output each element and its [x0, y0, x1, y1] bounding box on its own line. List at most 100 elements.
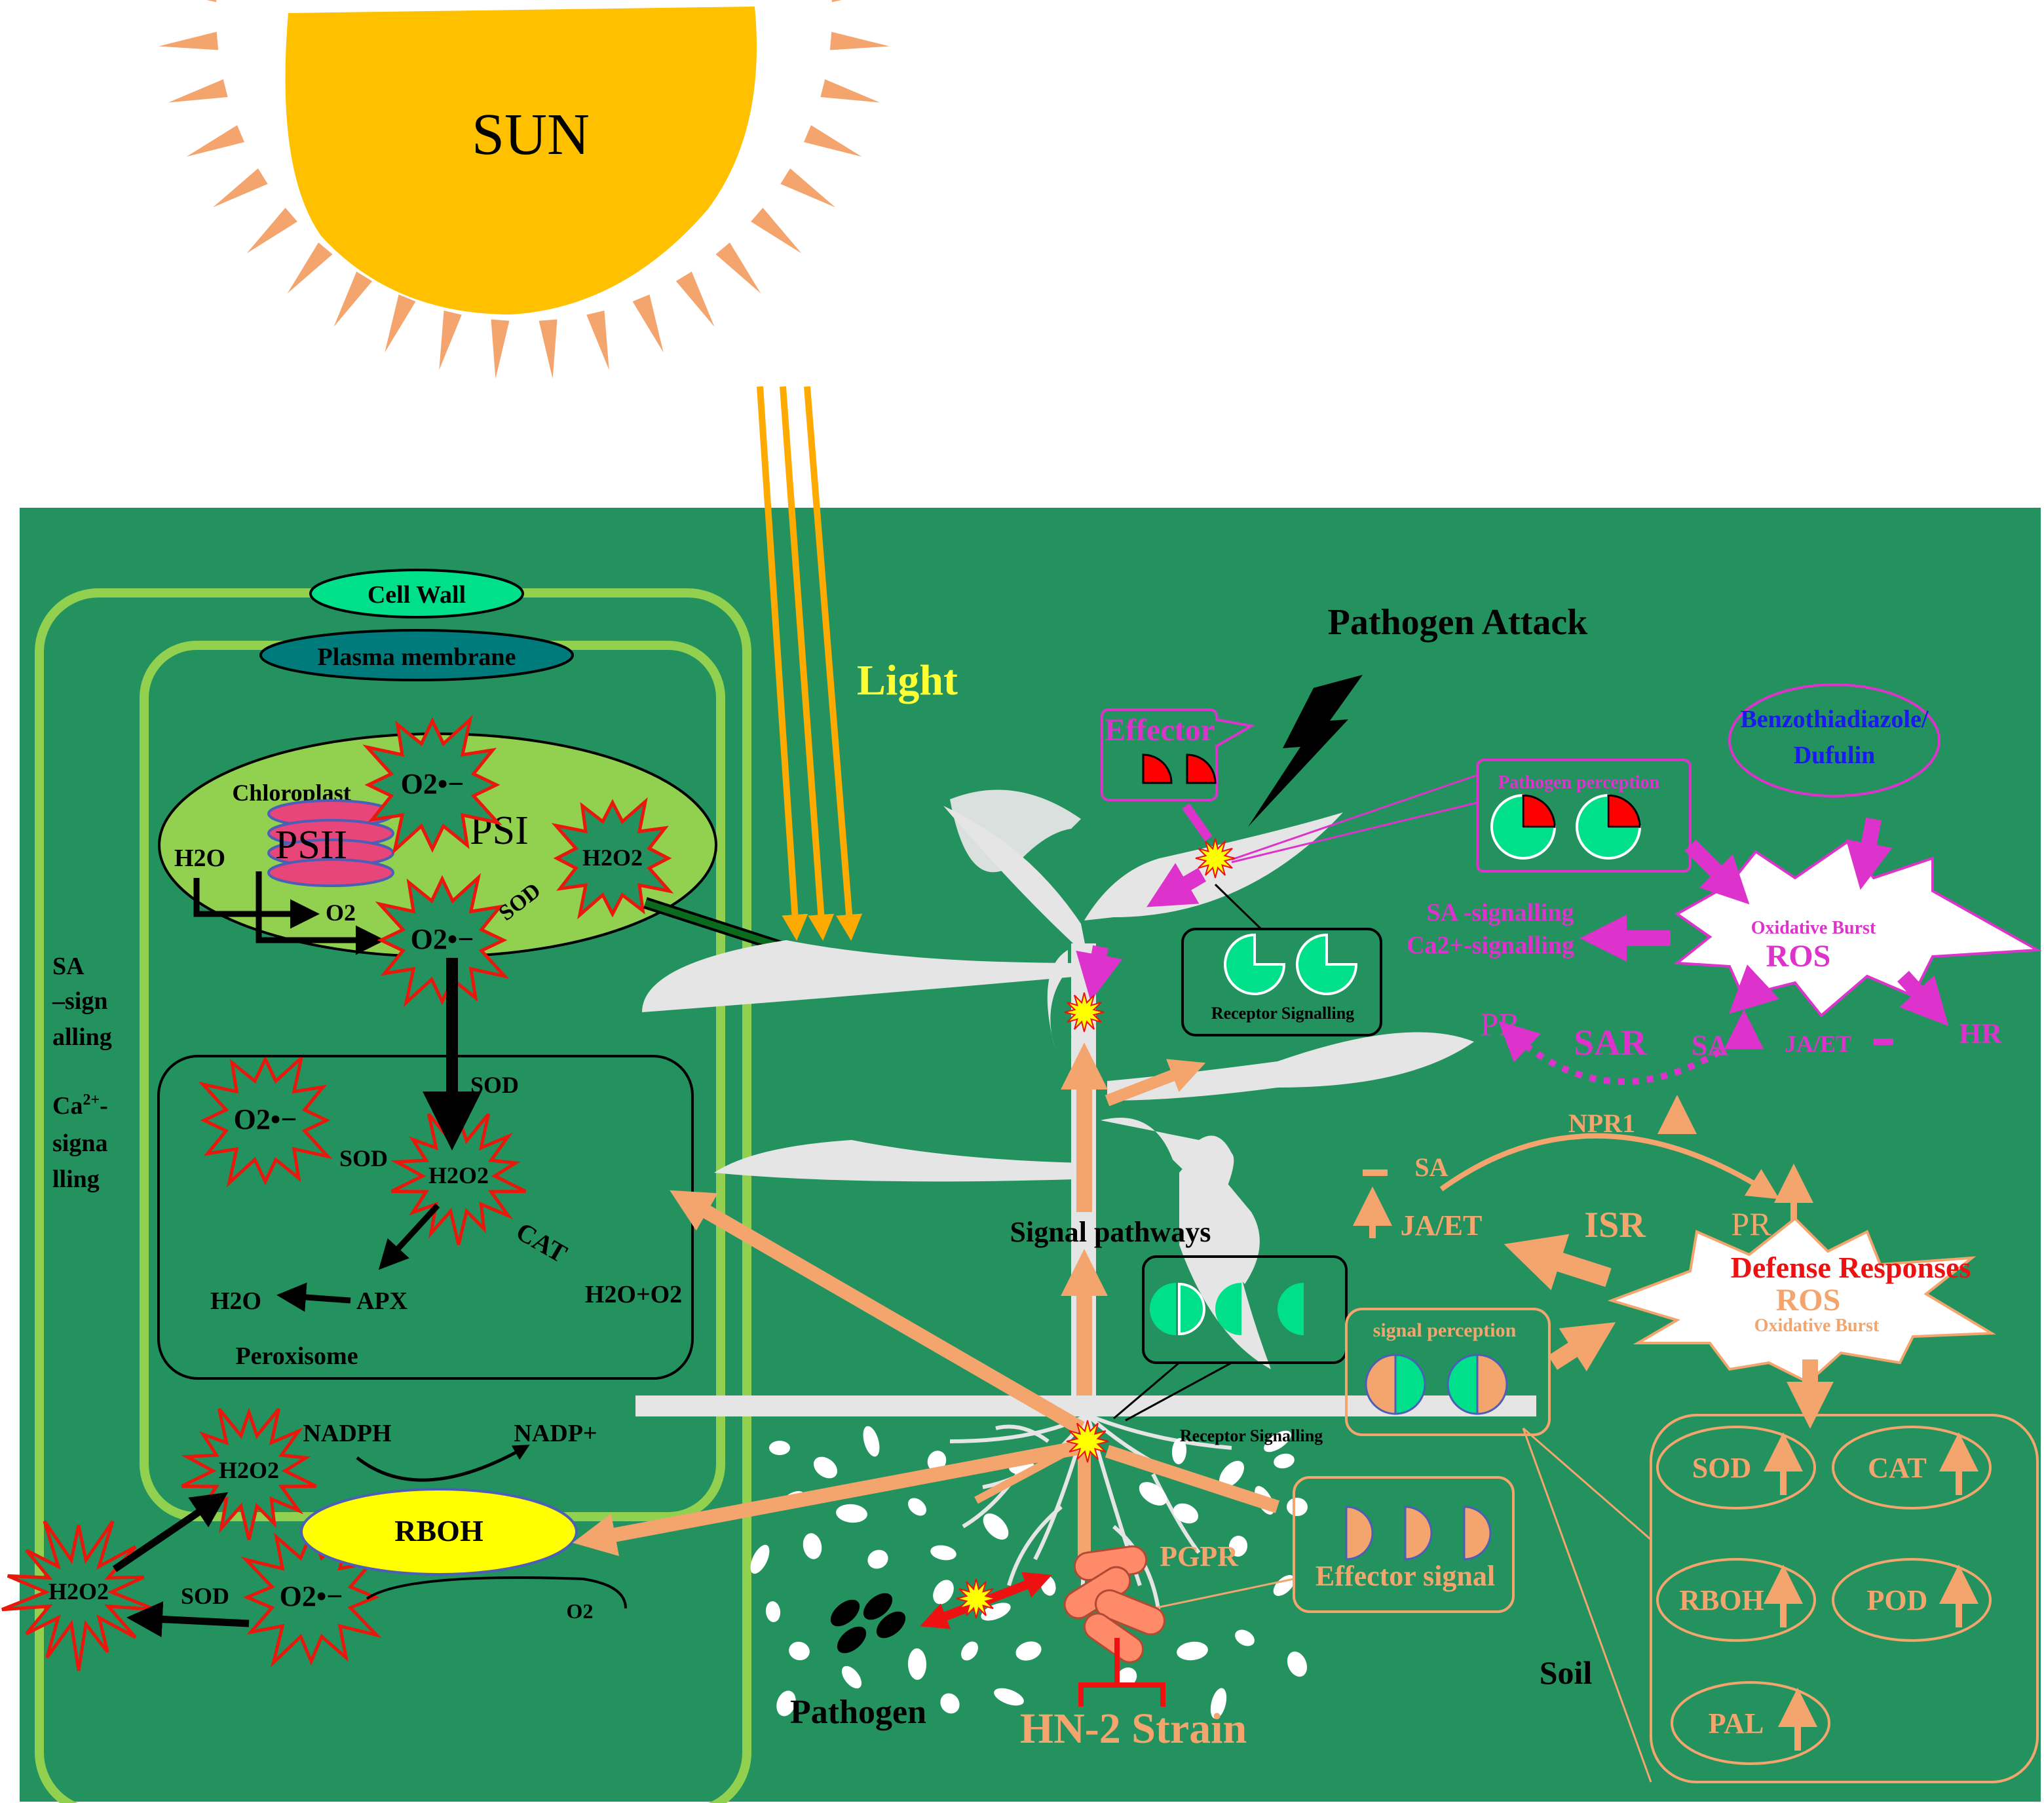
nadph-arc — [356, 1445, 530, 1482]
ros-bottom-label: ROS — [1776, 1283, 1841, 1318]
enzyme-list: SOD CAT RBOH POD PAL — [1656, 1426, 1992, 1765]
enzyme-sod: SOD — [1656, 1426, 1816, 1509]
ros-top-label: ROS — [1766, 939, 1831, 974]
soil-particle — [1287, 1497, 1308, 1517]
pgpr-callout-line — [1152, 1578, 1295, 1610]
sun-ray — [246, 208, 297, 254]
lightning-bolt — [1248, 675, 1363, 827]
h2o2-to-apx-arrow — [378, 1203, 440, 1270]
effector-callout-tail — [1214, 718, 1255, 748]
soil-particle — [1219, 1460, 1244, 1488]
soil-particle — [867, 1549, 888, 1569]
receptor-with-effector-2 — [1576, 793, 1642, 860]
sar-label: SAR — [1574, 1023, 1648, 1063]
enzyme-box — [1650, 1414, 2039, 1783]
sod-label-peroxisome: SOD — [339, 1145, 388, 1171]
signal-arrows — [573, 1042, 1280, 1557]
soil-particle — [1210, 1688, 1227, 1719]
effector-box — [1101, 708, 1218, 801]
soil-particle — [1116, 1667, 1137, 1687]
receptor-1 — [1224, 933, 1286, 995]
h2o2-burst-peroxisome-label: H2O2 — [428, 1162, 489, 1188]
enzyme-label: CAT — [1868, 1452, 1927, 1484]
sun-rays — [159, 0, 890, 379]
signal-perception-label: signal perception — [1373, 1319, 1517, 1341]
pr-isr-label: PR — [1731, 1205, 1771, 1242]
ca-signalling-right: Ca2+-signalling — [1407, 932, 1574, 959]
sun-ray — [831, 0, 842, 3]
superoxide-burst-chloroplast: O2•− — [375, 873, 510, 1008]
soil-particle — [994, 1688, 1024, 1706]
receptor-2 — [1296, 933, 1358, 995]
receptor-callout-line-top — [1214, 883, 1262, 930]
plasma-membrane-badge — [259, 629, 574, 681]
sun-ray — [829, 31, 890, 50]
superoxide-burst-peroxisome: O2•− — [198, 1053, 333, 1188]
soil-particle — [863, 1426, 880, 1457]
sun-ray — [780, 168, 836, 208]
sa-label-top: SA — [1692, 1029, 1728, 1061]
npr1-label: NPR1 — [1568, 1109, 1635, 1138]
nadph-label: NADPH — [303, 1420, 391, 1447]
h2o2-burst-outside-label: H2O2 — [48, 1578, 109, 1604]
pathogen-cells — [830, 1593, 906, 1654]
sun-ray — [212, 168, 268, 208]
isr-label: ISR — [1584, 1205, 1646, 1245]
o2-output-label: O2 — [326, 900, 356, 926]
superoxide-burst-top-label: O2•− — [401, 768, 464, 800]
effector-signal-molecules — [1345, 1506, 1492, 1561]
pr-top-label: PR — [1480, 1006, 1521, 1042]
isr-arc — [1439, 1133, 1780, 1200]
water-split-arrow — [193, 878, 320, 929]
perception-to-ros-arrow — [1547, 1322, 1616, 1372]
receptor-signalling-box-top — [1181, 928, 1382, 1036]
sun-ray — [491, 319, 510, 379]
pathogen-perception-label: Pathogen perception — [1498, 772, 1659, 793]
soil-particle — [841, 1665, 862, 1689]
electron-flow-arrow — [256, 871, 385, 955]
benzothiadiazole-badge — [1728, 683, 1940, 797]
sun-ray — [715, 242, 761, 294]
plasma-membrane-label: Plasma membrane — [318, 643, 516, 671]
sun-ray — [751, 208, 802, 254]
soil-particle — [907, 1648, 927, 1680]
sun-ray — [632, 294, 664, 353]
sun-ray — [385, 294, 416, 353]
receptor-signalling-label-top: Receptor Signalling — [1211, 1004, 1354, 1023]
water-oxygen-label: H2O+O2 — [585, 1281, 682, 1308]
defense-responses-label: Defense Responses — [1731, 1251, 1971, 1284]
enzyme-label: POD — [1867, 1584, 1928, 1616]
superoxide-burst-peroxisome-label: O2•− — [234, 1103, 297, 1135]
stem-receptor-3 — [1278, 1283, 1304, 1335]
pgpr-bacteria — [1063, 1545, 1166, 1663]
stem-receptor-1 — [1150, 1283, 1179, 1335]
psii-thylakoids — [267, 799, 394, 887]
soil-particle — [1228, 1536, 1248, 1557]
soil-particle — [983, 1513, 1009, 1540]
rboh-label: RBOH — [394, 1514, 483, 1547]
soil-particle — [1177, 1641, 1208, 1661]
enzyme-rboh: RBOH — [1656, 1558, 1816, 1642]
peroxisome-label: Peroxisome — [235, 1342, 358, 1370]
superoxide-burst-rboh-label: O2•− — [280, 1580, 343, 1612]
soil-particle — [789, 1641, 810, 1661]
rboh-o2-arc — [366, 1576, 627, 1609]
ros-to-isr-arrow — [1504, 1234, 1612, 1291]
sun-label: SUN — [472, 102, 590, 167]
light-label: Light — [857, 656, 958, 704]
enzyme-pod: POD — [1832, 1558, 1992, 1642]
pathogen-attack-label: Pathogen Attack — [1328, 602, 1589, 643]
rboh-o2-label: O2 — [567, 1599, 594, 1623]
h2o-input-label: H2O — [174, 845, 225, 872]
superoxide-burst-top: O2•− — [362, 715, 502, 855]
light-beams — [757, 386, 863, 941]
soil-particle — [803, 1533, 822, 1559]
sun-ray — [333, 271, 373, 327]
soil-particle — [765, 1601, 781, 1622]
signal-receptor-2 — [1447, 1354, 1508, 1415]
water-label: H2O — [210, 1287, 261, 1315]
superoxide-burst-chloroplast-label: O2•− — [411, 923, 474, 955]
signal-burst — [1066, 1420, 1109, 1463]
enzyme-label: PAL — [1709, 1707, 1764, 1739]
